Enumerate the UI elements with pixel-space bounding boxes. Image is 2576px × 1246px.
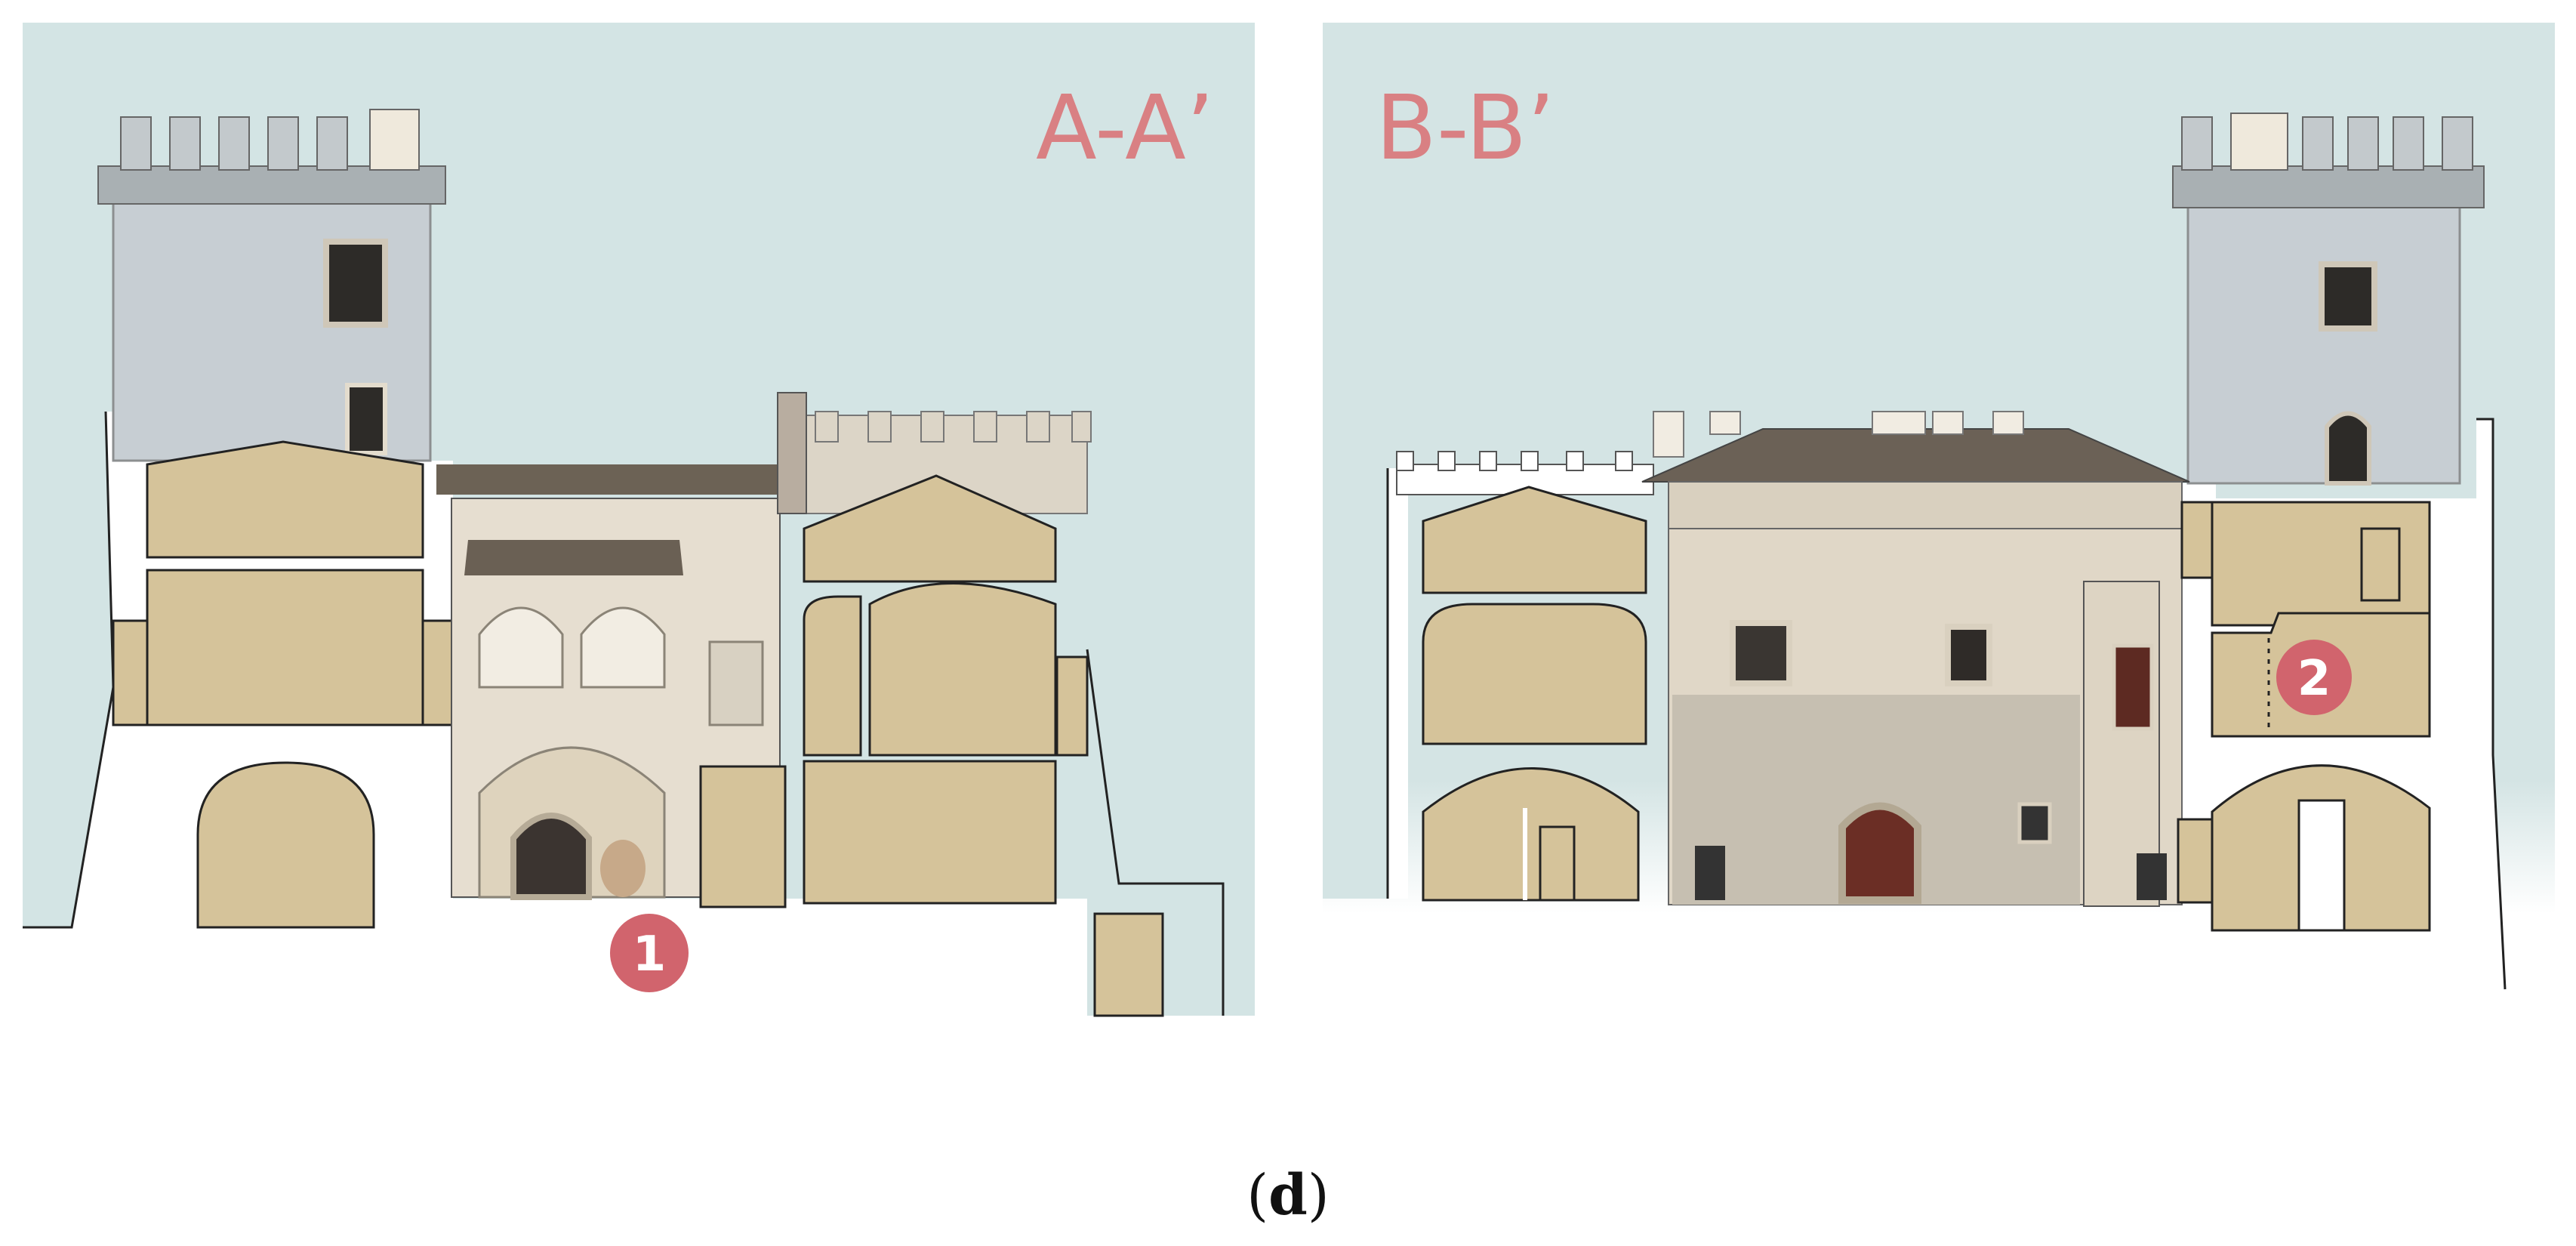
panel-b-tower-window-upper (2319, 261, 2377, 332)
figure-caption: (d) (1246, 1163, 1330, 1228)
marker-1-circle (610, 914, 689, 992)
panel-a-chimney (777, 392, 807, 514)
panel-a-small-room (699, 765, 787, 908)
panel-a-loggia-arches (478, 606, 666, 689)
panel-b-palace-back-merlons (1653, 411, 2024, 458)
panel-b-left-vault-middle (1422, 603, 1647, 745)
marker-1: 1 (610, 914, 689, 992)
panel-b-small-door-left (1695, 846, 1725, 900)
panel-a-tower-corbel-band (97, 165, 446, 205)
panel-a-tower-room-middle (146, 569, 424, 726)
panel-b-courtyard-small-door (2137, 853, 2167, 900)
panel-a-ground-line (23, 411, 115, 929)
marker-2-number: 2 (2297, 651, 2331, 707)
panel-b-small-window (2017, 802, 2052, 844)
panel-a-tower-wall-right (421, 619, 454, 726)
panel-a-loggia-roof (464, 540, 683, 575)
panel-a-ramp (1086, 649, 1225, 1016)
panel-b-label: B-B’ (1376, 76, 1555, 180)
panel-b-palace-portal (1838, 802, 1921, 904)
panel-b-window-left (1730, 620, 1792, 686)
panel-a-a: A-A’ 1 (23, 23, 1255, 1027)
panel-b-tower (2186, 202, 2461, 485)
panel-a-wall-stub (1055, 655, 1089, 757)
panel-a-facade-window (708, 640, 764, 726)
panel-a-wing-roof-room (803, 474, 1057, 583)
marker-2: 2 (2276, 640, 2352, 715)
panel-a-portal (510, 813, 592, 900)
panel-a-label: A-A’ (1036, 76, 1214, 180)
caption-letter: d (1268, 1163, 1308, 1228)
panel-a-tower-roof-room (146, 440, 424, 559)
panel-b-ground-line (1386, 418, 2507, 990)
marker-2-circle (2276, 640, 2352, 715)
panel-b-right-step (2177, 818, 2214, 904)
panel-b-palace-upper-band (1668, 481, 2183, 529)
panel-b-right-room-upper-door (2360, 527, 2401, 602)
panel-b-left-roof-room (1422, 486, 1647, 594)
panel-a-tower-wall-left (112, 619, 149, 726)
panel-a-urn (600, 840, 646, 897)
panel-a-wing-lower-room (803, 760, 1057, 905)
panel-b-left-vault-lower (1422, 767, 1640, 902)
panel-a-courtyard-roof (436, 464, 785, 495)
panel-b-b: B-B’ 2 (1323, 23, 2555, 990)
panel-a-tower-window-lower (345, 383, 387, 455)
panel-a-tower-merlons (120, 109, 420, 171)
panel-b-tower-merlons (2181, 113, 2473, 171)
panel-a-wing-vault-left (803, 595, 862, 757)
panel-b-right-wall-stub (2180, 501, 2214, 579)
panel-a-tower-vault-room (196, 761, 375, 929)
panel-a-wing-vault-right (868, 582, 1057, 757)
panel-b-left-door (1539, 825, 1576, 902)
panel-b-ground-section (1323, 453, 1389, 899)
panel-b-tower-corbel-band (2172, 165, 2485, 208)
panel-b-courtyard-door (2112, 643, 2154, 731)
marker-1-number: 1 (633, 927, 667, 982)
panel-b-window-mid (1945, 624, 1992, 686)
panel-b-tower-door (2325, 411, 2371, 486)
panel-b-right-door (2297, 799, 2346, 932)
panel-a-tower-window-upper (323, 239, 388, 328)
panel-b-courtyard-opening (2083, 581, 2160, 907)
panel-a-basement-room (1093, 912, 1164, 1017)
